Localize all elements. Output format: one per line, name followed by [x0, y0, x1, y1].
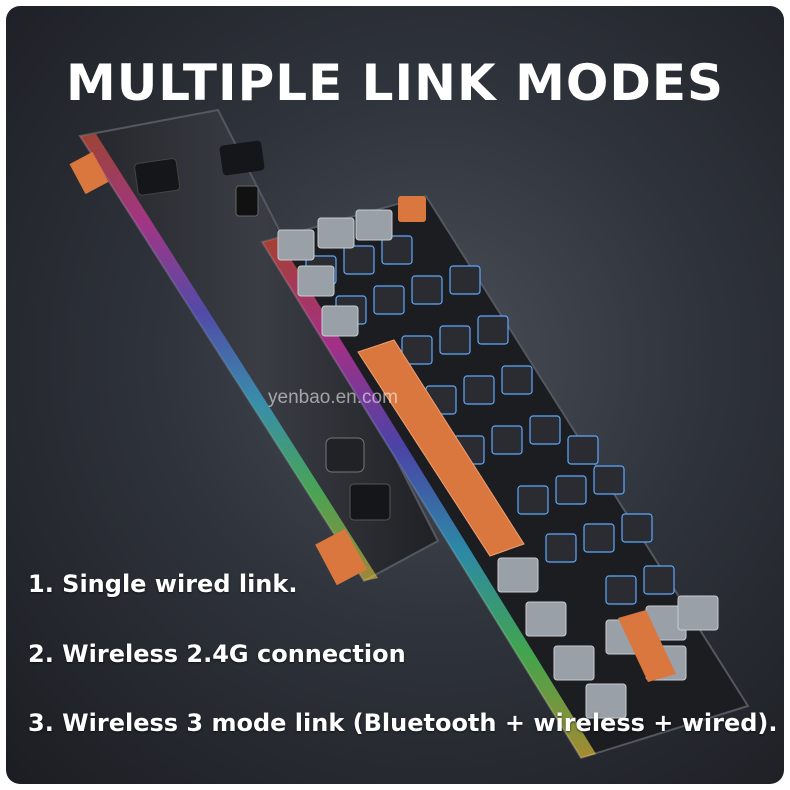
- feature-item-2-4g: 2. Wireless 2.4G connection: [28, 640, 406, 668]
- front-keyboard-keys: [277, 196, 719, 719]
- watermark-text: yenbao.en.com: [268, 387, 398, 408]
- product-banner: MULTIPLE LINK MODES yenbao.en.com 1. Sin…: [6, 6, 784, 784]
- feature-item-wired: 1. Single wired link.: [28, 570, 298, 598]
- back-keyboard-case: [69, 108, 440, 586]
- page-title: MULTIPLE LINK MODES: [65, 54, 725, 112]
- keyboard-illustration: [69, 108, 750, 760]
- feature-item-tri-mode: 3. Wireless 3 mode link (Bluetooth + wir…: [28, 709, 778, 737]
